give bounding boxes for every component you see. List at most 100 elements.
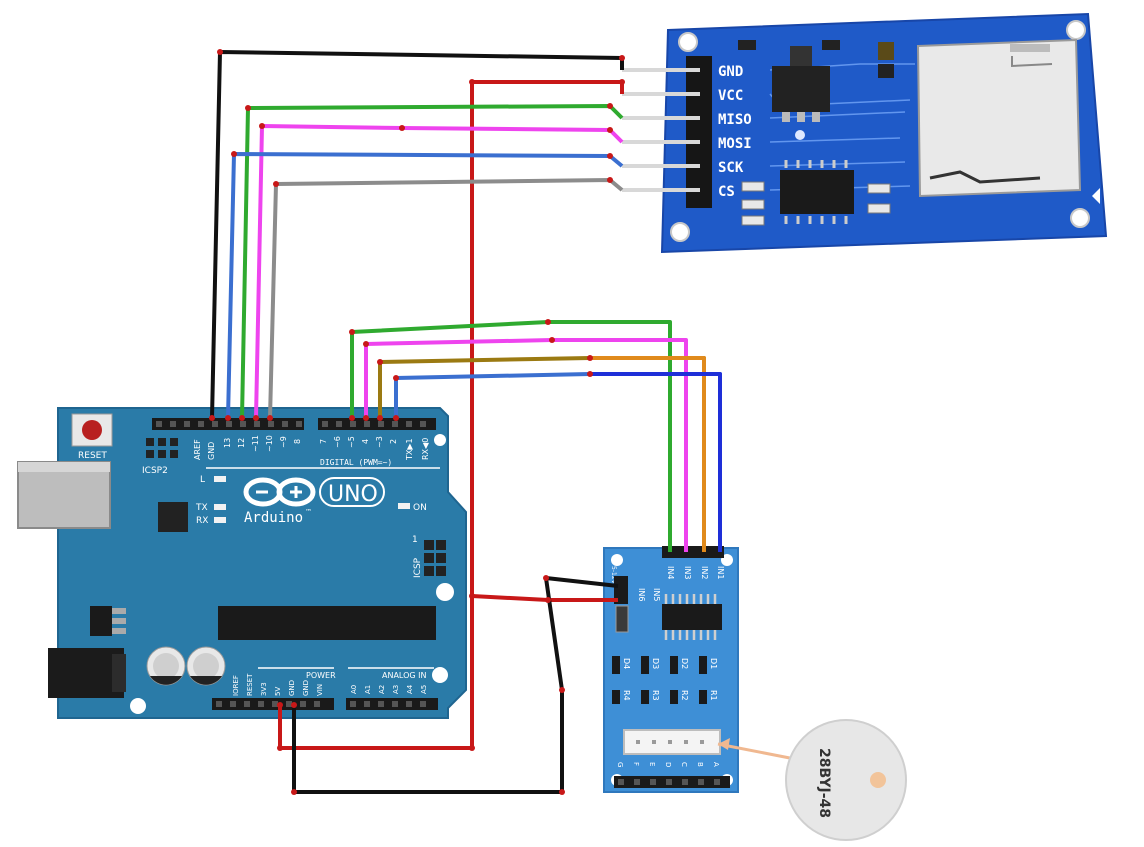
tx-led-label: TX <box>195 503 208 513</box>
pin-label-a2: A2 <box>378 685 386 694</box>
output-label-b: B <box>696 762 704 767</box>
motor-body <box>785 719 907 841</box>
output-label-c: C <box>680 762 688 767</box>
wire-miso <box>240 104 624 419</box>
wire-gnd-sd <box>210 50 624 419</box>
pin-label-rx0: RX◀0 <box>421 438 430 460</box>
capacitor <box>822 40 840 50</box>
analog-label: ANALOG IN <box>382 671 427 680</box>
wire-in1-overlay <box>590 372 722 552</box>
trademark: ™ <box>305 508 312 516</box>
digital-header-right <box>318 418 436 430</box>
driver-voltage-label: 5-12V <box>610 566 617 585</box>
power-label: POWER <box>306 671 336 680</box>
pin-label-a0: A0 <box>350 685 358 694</box>
arduino-logo-icon <box>243 477 316 507</box>
sd-card-module: GND VCC MISO MOSI SCK CS <box>622 12 1108 254</box>
uln2003-chip <box>662 604 722 630</box>
sd-mount-hole <box>670 222 690 242</box>
pin-label-a1: A1 <box>364 685 372 694</box>
sd-mount-hole <box>678 32 698 52</box>
output-label-e: E <box>648 762 656 766</box>
driver-input-labels: IN6 IN5 IN4 IN3 IN2 IN1 <box>637 566 725 601</box>
icsp-label: ICSP <box>413 557 423 578</box>
capacitor <box>878 42 894 60</box>
driver-leds <box>612 656 707 674</box>
capacitor <box>738 40 756 50</box>
input-label-in2: IN2 <box>700 566 709 579</box>
pin-label-10: ~10 <box>265 435 274 452</box>
pin-label-reset: RESET <box>246 673 254 696</box>
regulator-tab <box>790 46 812 66</box>
stepper-driver-board: IN6 IN5 IN4 IN3 IN2 IN1 5-12V D4 D3 D2 D <box>603 546 739 793</box>
wire-in2-overlay <box>590 356 706 552</box>
sd-arrow-icon <box>1092 188 1100 204</box>
output-label-f: F <box>632 762 640 766</box>
pin-label-gnd-2: GND <box>302 680 310 696</box>
wire-5v-driver <box>471 594 618 602</box>
reset-button-cap <box>82 420 102 440</box>
wire-gnd-driver <box>292 576 619 794</box>
rx-led-label: RX <box>196 516 208 526</box>
reset-label: RESET <box>78 451 107 461</box>
sd-card-slot <box>916 38 1082 198</box>
power-pin-labels: IOREF RESET 3V3 5V GND GND VIN <box>232 673 324 696</box>
sd-pin-label-cs: CS <box>718 184 735 200</box>
l-led <box>214 476 226 482</box>
pin-label-vin: VIN <box>316 684 324 696</box>
led-label-d1: D1 <box>709 658 718 669</box>
rx-led <box>214 517 226 523</box>
digital-label: DIGITAL (PWM=~) <box>320 458 392 467</box>
pin-label-3v3: 3V3 <box>260 682 268 696</box>
on-led <box>398 503 410 509</box>
resistor-label-r2: R2 <box>680 690 689 701</box>
uno-badge <box>319 477 385 507</box>
resistor-label-r3: R3 <box>651 690 660 701</box>
arduino-pcb <box>57 407 467 719</box>
icsp2-header <box>146 438 178 458</box>
output-label-d: D <box>664 762 672 767</box>
arduino-uno-board: RESET ICSP2 AREF GND 13 12 ~11 ~10 ~9 8 … <box>17 407 467 719</box>
pin-label-5: ~5 <box>347 436 356 448</box>
pin-label-6: ~6 <box>333 436 342 448</box>
pin-label-a3: A3 <box>392 685 400 694</box>
pin-label-13: 13 <box>223 438 232 448</box>
sd-mount-hole <box>1070 208 1090 228</box>
power-pins <box>614 576 628 604</box>
sd-pin-legs <box>622 68 700 192</box>
sd-pin-label-vcc: VCC <box>718 88 743 104</box>
pin-label-4: 4 <box>361 439 370 444</box>
resistor-label-r4: R4 <box>622 690 631 701</box>
driver-input-header <box>662 546 724 558</box>
usb-port <box>17 461 111 529</box>
driver-resistors <box>612 690 707 704</box>
pin-label-gnd: GND <box>207 442 216 460</box>
wire-cs <box>268 178 624 419</box>
input-label-in6: IN6 <box>637 588 646 601</box>
pin-label-12: 12 <box>237 438 246 448</box>
tx-led <box>214 504 226 510</box>
uno-text: UNO <box>328 482 378 507</box>
sd-pin-label-sck: SCK <box>718 160 744 176</box>
led-label-d3: D3 <box>651 658 660 669</box>
sd-pin-label-mosi: MOSI <box>718 136 752 152</box>
digital-pin-labels: AREF GND 13 12 ~11 ~10 ~9 8 7 ~6 ~5 4 ~3… <box>193 435 430 461</box>
l-led-label: L <box>200 475 205 485</box>
sd-pin-label-miso: MISO <box>718 112 752 128</box>
input-label-in3: IN3 <box>683 566 692 579</box>
pin-label-3: ~3 <box>375 436 384 448</box>
on-led-label: ON <box>413 503 427 513</box>
icsp2-label: ICSP2 <box>142 466 168 476</box>
arduino-logo-text: Arduino <box>244 510 303 526</box>
electrolytic-capacitors <box>146 646 226 686</box>
icsp-header <box>424 540 446 576</box>
pin-label-7: 7 <box>319 439 328 444</box>
pin-label-8: 8 <box>293 439 302 444</box>
pin-label-a5: A5 <box>420 685 428 694</box>
input-label-in1: IN1 <box>716 566 725 579</box>
sd-pin-label-gnd: GND <box>718 64 743 80</box>
pin-label-2: 2 <box>389 439 398 444</box>
input-label-in4: IN4 <box>666 566 675 579</box>
